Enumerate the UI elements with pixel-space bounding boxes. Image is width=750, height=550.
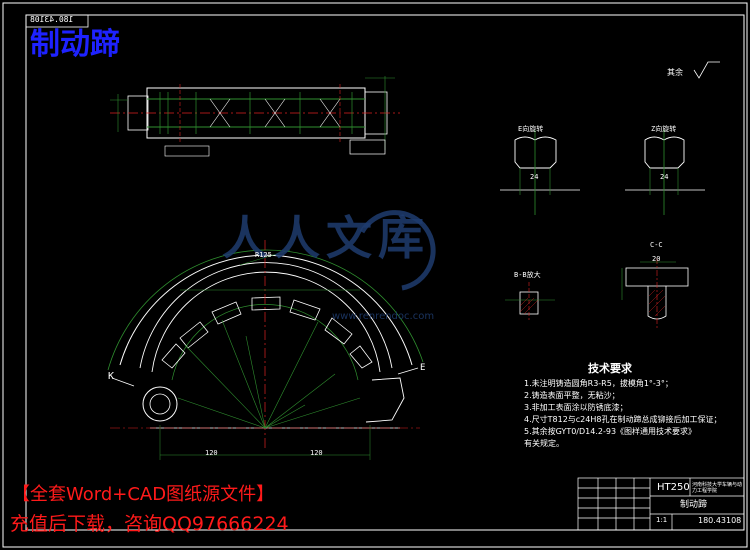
surface-note-label: 其余	[667, 68, 683, 77]
drawing-title: 制动蹄	[30, 27, 120, 62]
section-e-width: 24	[530, 173, 539, 181]
watermark-logo	[359, 210, 436, 291]
main-arc-view	[107, 240, 424, 460]
section-e-detail	[500, 130, 580, 215]
tech-item: 5.其余按GYT0/D14.2-93《图样通用技术要求》	[524, 427, 697, 436]
tech-item: 有关规定。	[524, 439, 564, 448]
section-cc-width: 20	[652, 255, 661, 263]
section-z-label: Z向旋转	[651, 125, 677, 133]
view-arrow-k: K	[108, 371, 115, 382]
width-left-dimension: 120	[205, 449, 218, 457]
section-cc-detail	[621, 258, 689, 330]
watermark-text: 人人文库	[222, 211, 430, 265]
tech-item: 2.铸造表面平整，无粘沙；	[524, 391, 620, 400]
title-block-part-number: 180.43108	[698, 516, 742, 525]
section-b-label: B-B放大	[514, 271, 541, 279]
title-block-scale: 1:1	[656, 516, 668, 524]
section-b-detail	[505, 282, 555, 320]
radius-top-dimension: R125	[255, 251, 272, 259]
watermark-url: www.renrendoc.com	[332, 311, 435, 322]
promo-banner-line2: 充值后下载，咨询QQ97666224	[10, 513, 289, 535]
surface-finish-symbol	[693, 61, 720, 79]
top-plan-view	[110, 76, 400, 157]
section-e-label: E向旋转	[518, 125, 544, 133]
width-right-dimension: 120	[310, 449, 323, 457]
section-z-width: 24	[660, 173, 669, 181]
tech-requirements-title: 技术要求	[588, 362, 632, 375]
sheet-inner-border	[25, 14, 745, 531]
section-z-detail	[625, 130, 705, 215]
view-arrow-e: E	[420, 363, 426, 373]
title-block-material: HT250	[657, 482, 690, 493]
tech-item: 3.非加工表面涂以防锈底漆；	[524, 403, 628, 412]
section-cc-label: C-C	[650, 241, 663, 249]
title-block-part-name: 制动蹄	[680, 500, 708, 510]
promo-banner-line1: 【全套Word+CAD图纸源文件】	[12, 484, 275, 505]
tech-item: 4.尺寸T812与c24H8孔在制动蹄总成铆接后加工保证；	[524, 415, 722, 424]
drawing-number-box	[25, 14, 89, 28]
title-block-company: 河南科技大学车辆与动力工程学院	[692, 482, 743, 494]
drawing-number-stamp: 180.43108	[30, 15, 74, 24]
title-block-frame	[577, 477, 745, 531]
tech-item: 1.未注明铸造圆角R3-R5，拔模角1°-3°；	[524, 379, 673, 388]
